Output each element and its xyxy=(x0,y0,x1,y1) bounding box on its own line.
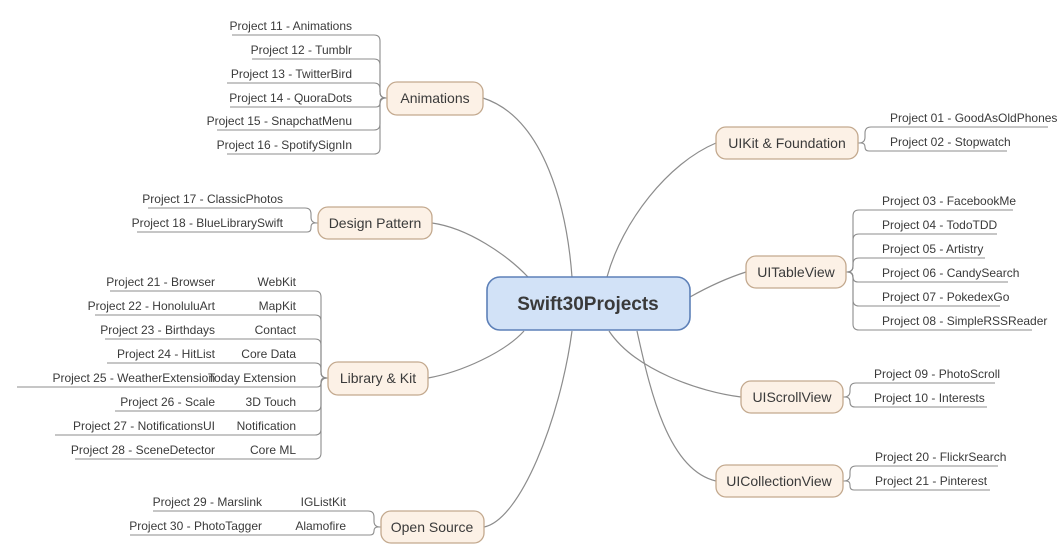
branch-design-pattern: Project 17 - ClassicPhotos Project 18 - … xyxy=(132,192,433,240)
leaf-project-30-kit[interactable]: Alamofire xyxy=(295,519,346,533)
branch-library-kit: Project 21 - Browser WebKit Project 22 -… xyxy=(17,275,429,460)
leaf-project-23-kit[interactable]: Contact xyxy=(255,323,297,337)
leaf-project-24-kit[interactable]: Core Data xyxy=(241,347,296,361)
leaf-project-14[interactable]: Project 14 - QuoraDots xyxy=(229,91,352,105)
leaf-project-23-name[interactable]: Project 23 - Birthdays xyxy=(100,323,215,337)
leaf-project-25-kit[interactable]: Today Extension xyxy=(208,371,296,385)
node-design-pattern-label[interactable]: Design Pattern xyxy=(329,215,422,231)
curve-uiscrollview xyxy=(608,330,742,398)
leaf-project-21-name[interactable]: Project 21 - Browser xyxy=(106,275,215,289)
leaf-connector xyxy=(843,480,990,491)
leaf-project-21-kit[interactable]: WebKit xyxy=(258,275,297,289)
node-uitableview-label[interactable]: UITableView xyxy=(757,264,835,280)
node-library-kit[interactable] xyxy=(327,361,429,396)
node-animations-label[interactable]: Animations xyxy=(400,90,469,106)
leaf-project-27-kit[interactable]: Notification xyxy=(237,419,296,433)
branch-open-source: Project 29 - Marslink IGListKit Project … xyxy=(129,495,485,544)
curve-open-source xyxy=(483,330,573,528)
curve-uicollectionview xyxy=(636,330,717,482)
node-design-pattern[interactable] xyxy=(317,206,433,240)
node-uiscrollview-label[interactable]: UIScrollView xyxy=(752,389,832,405)
leaf-project-10[interactable]: Project 10 - Interests xyxy=(874,391,985,405)
curve-uitableview xyxy=(689,271,747,298)
leaf-project-26-name[interactable]: Project 26 - Scale xyxy=(120,395,215,409)
leaf-project-04[interactable]: Project 04 - TodoTDD xyxy=(882,218,997,232)
leaf-project-03[interactable]: Project 03 - FacebookMe xyxy=(882,194,1016,208)
leaf-project-24-name[interactable]: Project 24 - HitList xyxy=(117,347,216,361)
leaf-project-22-name[interactable]: Project 22 - HonoluluArt xyxy=(88,299,216,313)
node-open-source[interactable] xyxy=(380,510,485,544)
node-uicollectionview[interactable] xyxy=(715,464,844,498)
leaf-project-20[interactable]: Project 20 - FlickrSearch xyxy=(875,450,1006,464)
branch-uitableview: Project 03 - FacebookMe Project 04 - Tod… xyxy=(745,194,1047,331)
leaf-connector xyxy=(843,396,987,408)
node-uicollectionview-label[interactable]: UICollectionView xyxy=(726,473,832,489)
leaf-connector xyxy=(75,377,328,460)
leaf-project-25-name[interactable]: Project 25 - WeatherExtension xyxy=(52,371,215,385)
node-open-source-label[interactable]: Open Source xyxy=(391,519,474,535)
leaf-connector xyxy=(227,97,387,155)
leaf-project-09[interactable]: Project 09 - PhotoScroll xyxy=(874,367,1000,381)
leaf-project-11[interactable]: Project 11 - Animations xyxy=(229,19,352,33)
curve-library-kit xyxy=(427,330,525,379)
leaf-project-28-kit[interactable]: Core ML xyxy=(250,443,296,457)
curve-animations xyxy=(482,97,573,278)
leaf-project-26-kit[interactable]: 3D Touch xyxy=(246,395,296,409)
leaf-project-13[interactable]: Project 13 - TwitterBird xyxy=(231,67,352,81)
node-central-label[interactable]: Swift30Projects xyxy=(517,294,659,315)
node-uikit-foundation[interactable] xyxy=(715,126,859,160)
leaf-project-29-kit[interactable]: IGListKit xyxy=(301,495,347,509)
branch-animations: Project 11 - Animations Project 12 - Tum… xyxy=(207,19,484,155)
leaf-project-29-name[interactable]: Project 29 - Marslink xyxy=(153,495,263,509)
leaf-project-06[interactable]: Project 06 - CandySearch xyxy=(882,266,1019,280)
branch-uicollectionview: Project 20 - FlickrSearch Project 21 - P… xyxy=(715,450,1006,498)
leaf-connector xyxy=(846,271,1032,331)
node-library-kit-label[interactable]: Library & Kit xyxy=(340,370,416,386)
leaf-project-05[interactable]: Project 05 - Artistry xyxy=(882,242,983,256)
leaf-project-27-name[interactable]: Project 27 - NotificationsUI xyxy=(73,419,215,433)
node-animations[interactable] xyxy=(386,81,484,116)
leaf-connector xyxy=(130,526,381,536)
leaf-project-28-name[interactable]: Project 28 - SceneDetector xyxy=(71,443,215,457)
node-central[interactable] xyxy=(486,276,691,331)
branch-curves xyxy=(427,97,747,528)
leaf-project-07[interactable]: Project 07 - PokedexGo xyxy=(882,290,1010,304)
node-uiscrollview[interactable] xyxy=(740,380,844,414)
leaf-project-22-kit[interactable]: MapKit xyxy=(259,299,297,313)
branch-uikit-foundation: Project 01 - GoodAsOldPhones Project 02 … xyxy=(715,111,1057,160)
node-uitableview[interactable] xyxy=(745,255,847,289)
leaf-project-15[interactable]: Project 15 - SnapchatMenu xyxy=(207,114,352,128)
leaf-connector xyxy=(137,222,318,233)
leaf-project-12[interactable]: Project 12 - Tumblr xyxy=(251,43,352,57)
leaf-project-02[interactable]: Project 02 - Stopwatch xyxy=(890,135,1011,149)
leaf-project-21-pinterest[interactable]: Project 21 - Pinterest xyxy=(875,474,988,488)
leaf-project-16[interactable]: Project 16 - SpotifySignIn xyxy=(217,138,352,152)
leaf-project-17[interactable]: Project 17 - ClassicPhotos xyxy=(142,192,283,206)
leaf-project-18[interactable]: Project 18 - BlueLibrarySwift xyxy=(132,216,284,230)
leaf-project-30-name[interactable]: Project 30 - PhotoTagger xyxy=(129,519,262,533)
leaf-project-01[interactable]: Project 01 - GoodAsOldPhones xyxy=(890,111,1057,125)
node-uikit-foundation-label[interactable]: UIKit & Foundation xyxy=(728,135,846,151)
leaf-project-08[interactable]: Project 08 - SimpleRSSReader xyxy=(882,314,1047,328)
central-topic: Swift30Projects xyxy=(486,276,691,331)
branch-uiscrollview: Project 09 - PhotoScroll Project 10 - In… xyxy=(740,367,1000,414)
leaf-connector xyxy=(858,142,1007,152)
curve-design-pattern xyxy=(431,222,529,278)
curve-uikit-foundation xyxy=(606,142,717,278)
